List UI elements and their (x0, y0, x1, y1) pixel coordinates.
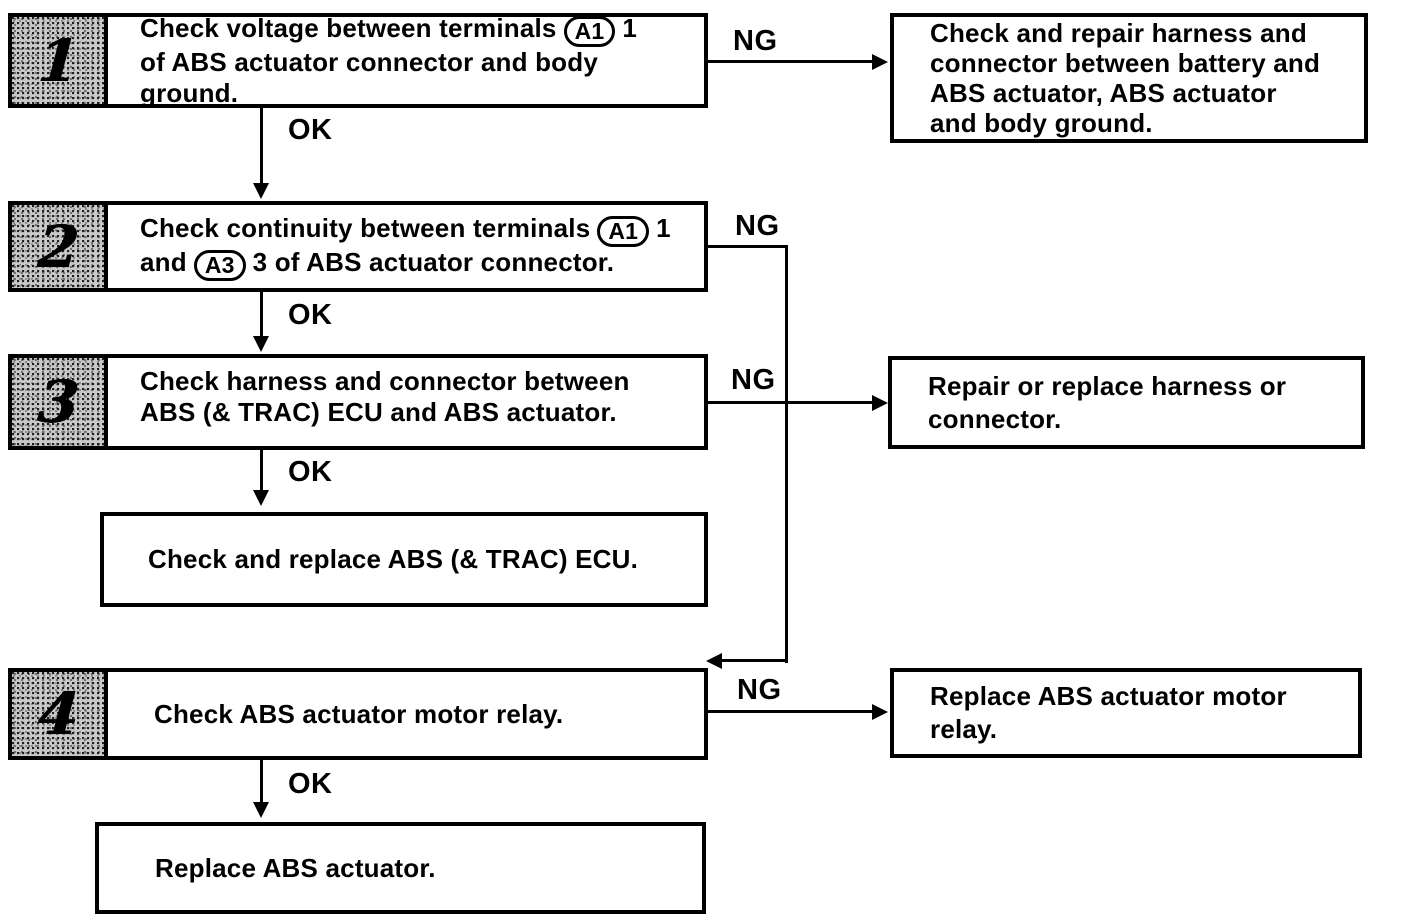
ng-label-2: NG (735, 210, 780, 242)
ng-arrow-3-head (872, 395, 888, 411)
ok-arrow-3-head (253, 490, 269, 506)
terminal-a3-oval: A3 (193, 249, 246, 281)
step-3-number: 3 (35, 368, 81, 436)
step-4-line-1: Check ABS actuator motor relay. (154, 698, 564, 729)
ok-arrow-2-head (253, 336, 269, 352)
outcome-replace-ecu-box: Check and replace ABS (& TRAC) ECU. (100, 512, 708, 607)
step-1-line-3: ground. (140, 77, 239, 108)
ok-label-2: OK (288, 299, 333, 331)
ok-arrow-4-line (260, 760, 263, 804)
step-2-badge: 2 (12, 205, 108, 288)
ng-arrow-2-head (706, 653, 722, 669)
ng-arrow-4-head (872, 704, 888, 720)
step-4-badge: 4 (12, 672, 108, 756)
ok-arrow-1-head (253, 183, 269, 199)
step-3-text: Check harness and connector between ABS … (108, 358, 704, 446)
outcome-repair-harness-text: Repair or replace harness or connector. (928, 370, 1287, 434)
step-3-badge: 3 (12, 358, 108, 446)
ok-label-1: OK (288, 114, 333, 146)
step-1-number: 1 (35, 26, 81, 95)
step-4-number: 4 (35, 680, 81, 748)
step-1-badge: 1 (12, 17, 108, 104)
ok-label-4: OK (288, 768, 333, 800)
ok-label-3: OK (288, 456, 333, 488)
terminal-a1-oval: A1 (597, 215, 650, 247)
outcome-replace-relay-box: Replace ABS actuator motor relay. (890, 668, 1362, 758)
ng-arrow-4-line (708, 710, 874, 713)
ng-label-4: NG (737, 674, 782, 706)
step-3-line-1: Check harness and connector between (140, 366, 630, 396)
ng-arrow-2-line-top (708, 245, 788, 248)
ng-label-3: NG (731, 364, 776, 396)
ng-arrow-1-line (708, 60, 874, 63)
outcome-replace-relay-text: Replace ABS actuator motor relay. (930, 681, 1287, 744)
ng-arrow-2-line-bottom (722, 659, 788, 662)
terminal-a1-oval: A1 (563, 15, 616, 47)
ok-arrow-2-line (260, 292, 263, 337)
outcome-replace-actuator-text: Replace ABS actuator. (155, 852, 436, 883)
step-4-text: Check ABS actuator motor relay. (108, 672, 704, 756)
outcome-repair-harness-box: Repair or replace harness or connector. (888, 356, 1365, 449)
ng-arrow-1-head (872, 54, 888, 70)
ok-arrow-1-line (260, 107, 263, 185)
outcome-battery-harness-box: Check and repair harness and connector b… (890, 13, 1368, 143)
outcome-replace-ecu-text: Check and replace ABS (& TRAC) ECU. (148, 544, 639, 574)
step-2-number: 2 (35, 212, 81, 281)
outcome-battery-harness-text: Check and repair harness and connector b… (930, 18, 1321, 138)
step-1-line-2: of ABS actuator connector and body (140, 46, 598, 77)
ng-arrow-3-line (708, 401, 874, 404)
step-3-box: 3 Check harness and connector between AB… (8, 354, 708, 450)
outcome-replace-actuator-box: Replace ABS actuator. (95, 822, 706, 914)
ok-arrow-3-line (260, 450, 263, 492)
ng-arrow-2-line-down (785, 245, 788, 663)
ng-label-1: NG (733, 25, 778, 57)
step-3-line-2: ABS (& TRAC) ECU and ABS actuator. (140, 397, 617, 427)
ok-arrow-4-head (253, 802, 269, 818)
step-4-box: 4 Check ABS actuator motor relay. (8, 668, 708, 760)
